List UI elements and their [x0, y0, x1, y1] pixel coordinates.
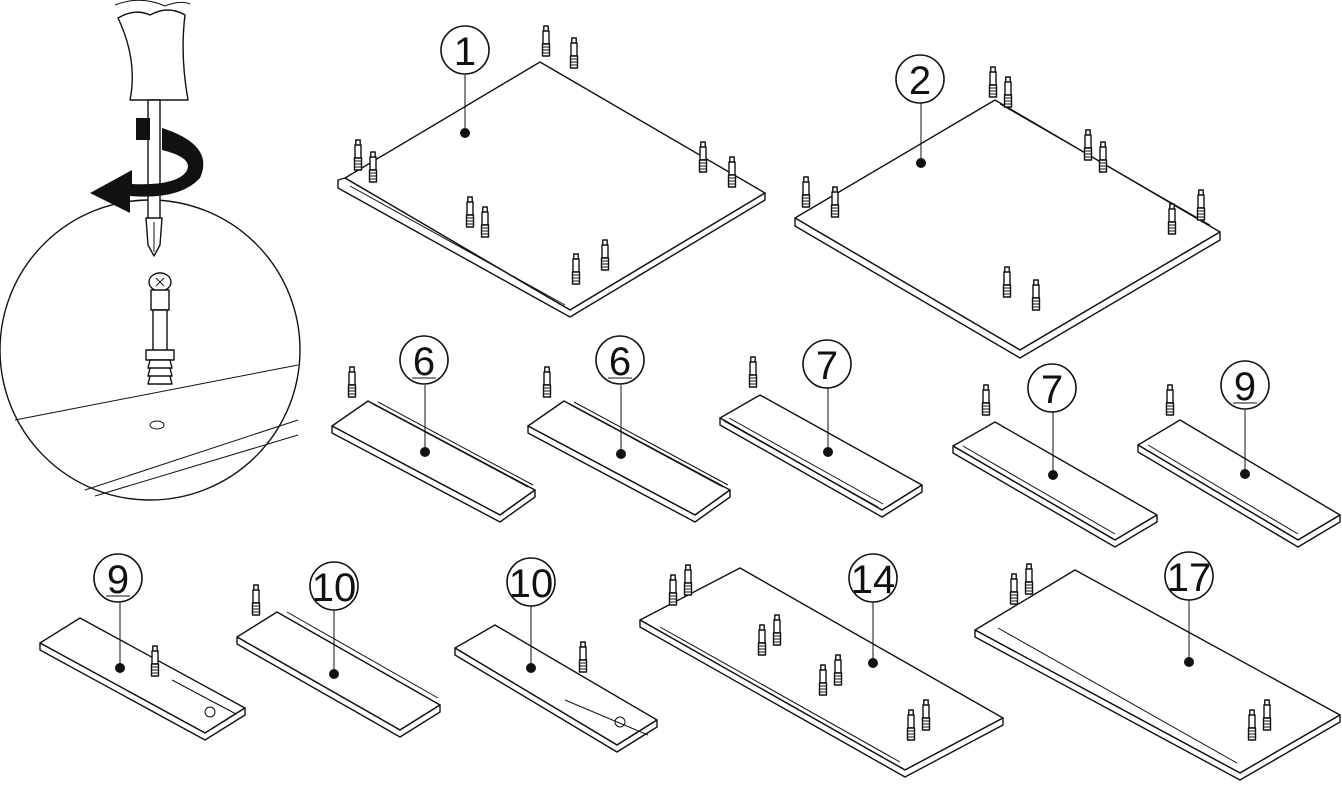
part-label-10a: 10: [309, 561, 359, 611]
svg-text:6: 6: [609, 340, 631, 384]
part-6b: [527, 366, 731, 523]
label-balloons: 1 2 6 6 7 7 9 9: [93, 25, 1270, 611]
part-10b: [454, 605, 658, 753]
svg-text:17: 17: [1167, 556, 1212, 600]
svg-text:1: 1: [454, 30, 476, 74]
svg-text:9: 9: [107, 558, 129, 602]
svg-text:14: 14: [851, 558, 896, 602]
part-9a: [1137, 384, 1341, 548]
svg-text:9: 9: [1234, 365, 1256, 409]
part-label-17: 17: [1164, 551, 1214, 601]
part-6a: [331, 366, 536, 523]
part-7b: [952, 384, 1158, 548]
part-label-14: 14: [848, 553, 898, 603]
part-label-6b: 6: [595, 335, 645, 385]
part-2: [794, 66, 1221, 359]
part-label-7b: 7: [1027, 363, 1077, 413]
part-label-9a: 9: [1220, 360, 1270, 410]
part-14: [639, 564, 1004, 778]
part-label-1: 1: [440, 25, 490, 75]
cam-dowel-icon: [145, 272, 175, 385]
svg-text:10: 10: [509, 562, 554, 606]
svg-text:2: 2: [909, 59, 931, 103]
part-label-7a: 7: [802, 339, 852, 389]
part-7a: [719, 356, 923, 518]
part-10a: [236, 584, 441, 738]
svg-text:7: 7: [1041, 368, 1063, 412]
rotate-arrow-icon: [90, 118, 204, 213]
part-label-9b: 9: [93, 553, 143, 603]
part-17: [974, 563, 1341, 781]
svg-text:6: 6: [413, 340, 435, 384]
svg-text:10: 10: [312, 566, 357, 610]
part-9b: [39, 603, 246, 741]
part-label-2: 2: [895, 54, 945, 104]
detail-callout: [0, 0, 301, 501]
part-label-10b: 10: [506, 557, 556, 607]
part-1: [337, 25, 766, 318]
svg-text:7: 7: [816, 344, 838, 388]
part-label-6a: 6: [399, 335, 449, 385]
panel-edge-lines: [14, 364, 299, 497]
panel-hole: [149, 420, 165, 430]
